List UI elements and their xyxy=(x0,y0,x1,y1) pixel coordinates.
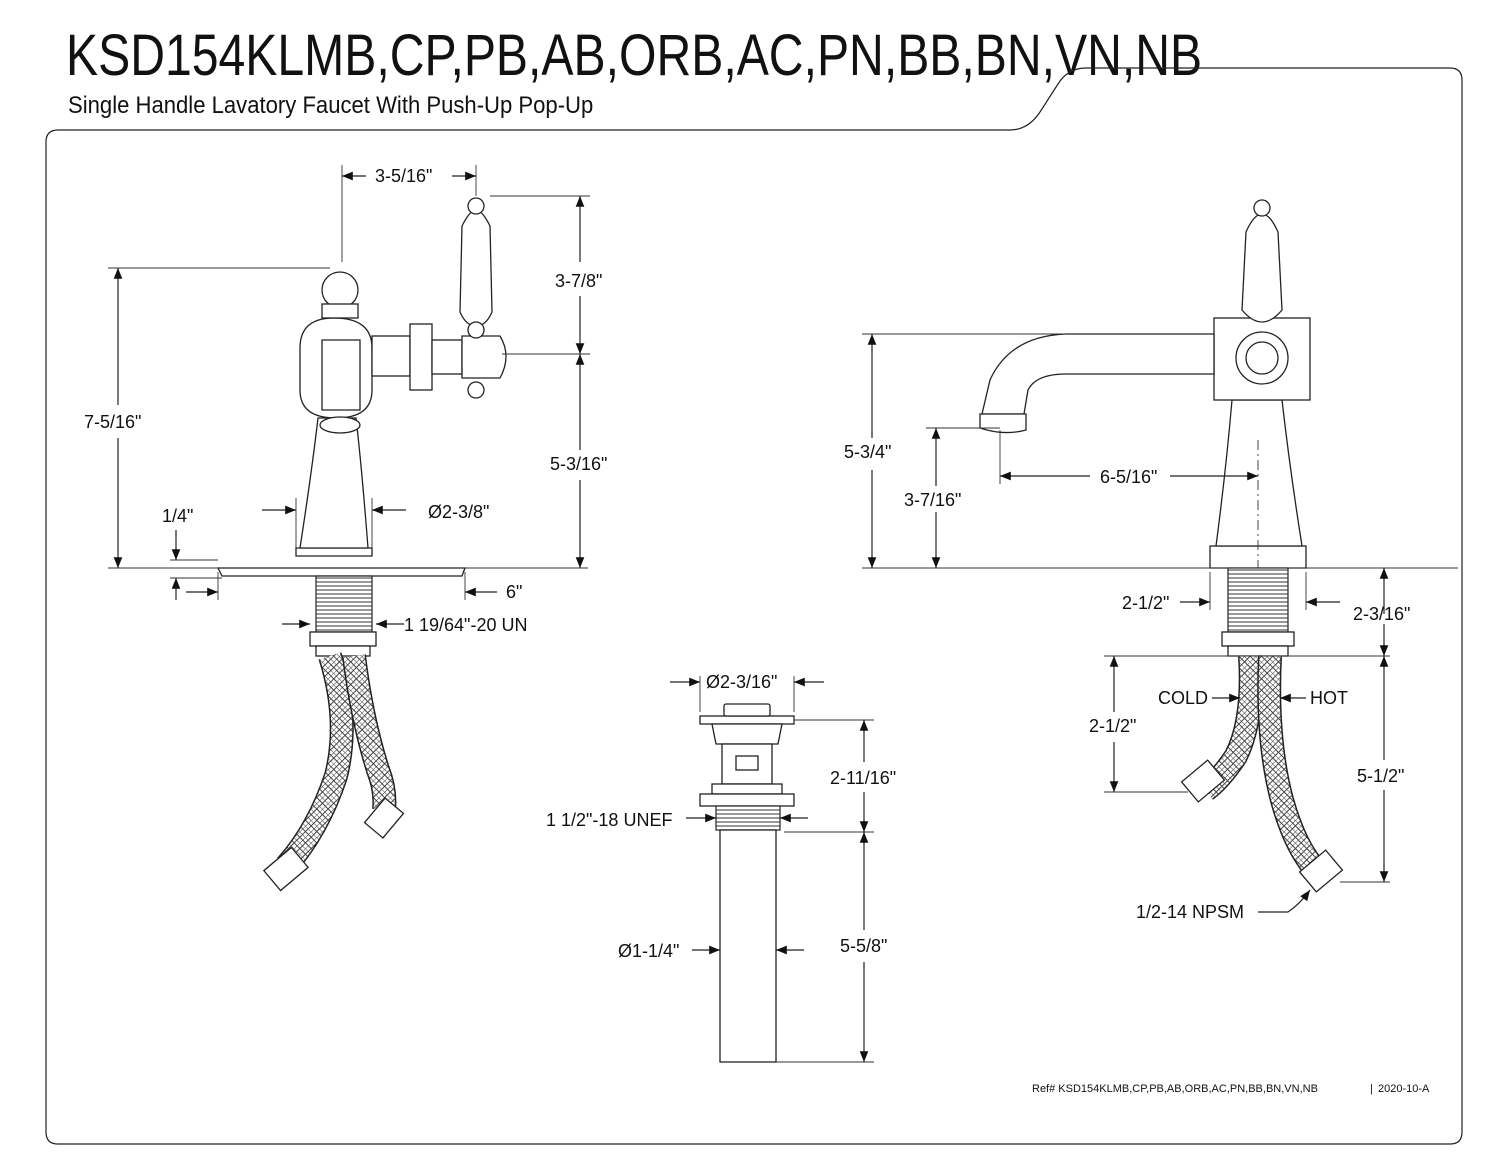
footer-reference: Ref# KSD154KLMB,CP,PB,AB,ORB,AC,PN,BB,BN… xyxy=(1032,1083,1430,1095)
dim-flange-diameter: Ø2-3/16" xyxy=(706,672,777,692)
dim-base-height: 2-3/16" xyxy=(1353,604,1410,624)
hot-label: HOT xyxy=(1310,688,1348,708)
dim-drain-thread: 1 1/2"-18 UNEF xyxy=(546,810,672,830)
page-title: KSD154KLMB,CP,PB,AB,ORB,AC,PN,BB,BN,VN,N… xyxy=(66,23,1203,88)
drawing-border xyxy=(45,67,1463,1145)
front-view-dimensions: 3-5/16" 3-7/8" 7-5/16" 5-3/16" 1/4" Ø2-3… xyxy=(84,165,607,635)
dim-plate-thickness: 1/4" xyxy=(162,506,193,526)
dim-spout-height: 5-3/16" xyxy=(550,454,607,474)
dim-side-spout-height: 5-3/4" xyxy=(844,442,891,462)
cold-label: COLD xyxy=(1158,688,1208,708)
dim-drain-body-height: 2-11/16" xyxy=(830,768,896,788)
dim-shank-thread: 1 19/64"-20 UN xyxy=(404,615,527,635)
dim-hose-length: 5-1/2" xyxy=(1357,766,1404,786)
dim-connection-thread: 1/2-14 NPSM xyxy=(1136,902,1244,922)
dim-handle-offset: 3-5/16" xyxy=(375,166,432,186)
dim-hose-drop: 2-1/2" xyxy=(1089,716,1136,736)
dim-spout-clearance: 3-7/16" xyxy=(904,490,961,510)
front-view-faucet xyxy=(216,197,507,892)
page-subtitle: Single Handle Lavatory Faucet With Push-… xyxy=(68,92,594,119)
separator: | xyxy=(1370,1083,1373,1095)
side-view-faucet xyxy=(979,199,1344,893)
dim-plate-width: 6" xyxy=(506,582,522,602)
dim-tail-diameter: Ø1-1/4" xyxy=(618,941,679,961)
dim-base-diameter: Ø2-3/8" xyxy=(428,502,489,522)
dim-tail-length: 5-5/8" xyxy=(840,936,887,956)
dim-shank-width: 2-1/2" xyxy=(1122,593,1169,613)
drain-dimensions: Ø2-3/16" 2-11/16" 1 1/2"-18 UNEF Ø1-1/4"… xyxy=(546,672,896,1063)
reference-text: Ref# KSD154KLMB,CP,PB,AB,ORB,AC,PN,BB,BN… xyxy=(1032,1083,1318,1095)
dim-overall-height: 7-5/16" xyxy=(84,412,141,432)
side-view-dimensions: 5-3/4" 3-7/16" 6-5/16" 2-1/2" 2-3/16" 2-… xyxy=(844,333,1458,922)
dim-spout-reach: 6-5/16" xyxy=(1100,467,1157,487)
drain-assembly xyxy=(699,703,795,1063)
revision-text: 2020-10-A xyxy=(1378,1083,1430,1095)
dim-handle-height: 3-7/8" xyxy=(555,271,602,291)
